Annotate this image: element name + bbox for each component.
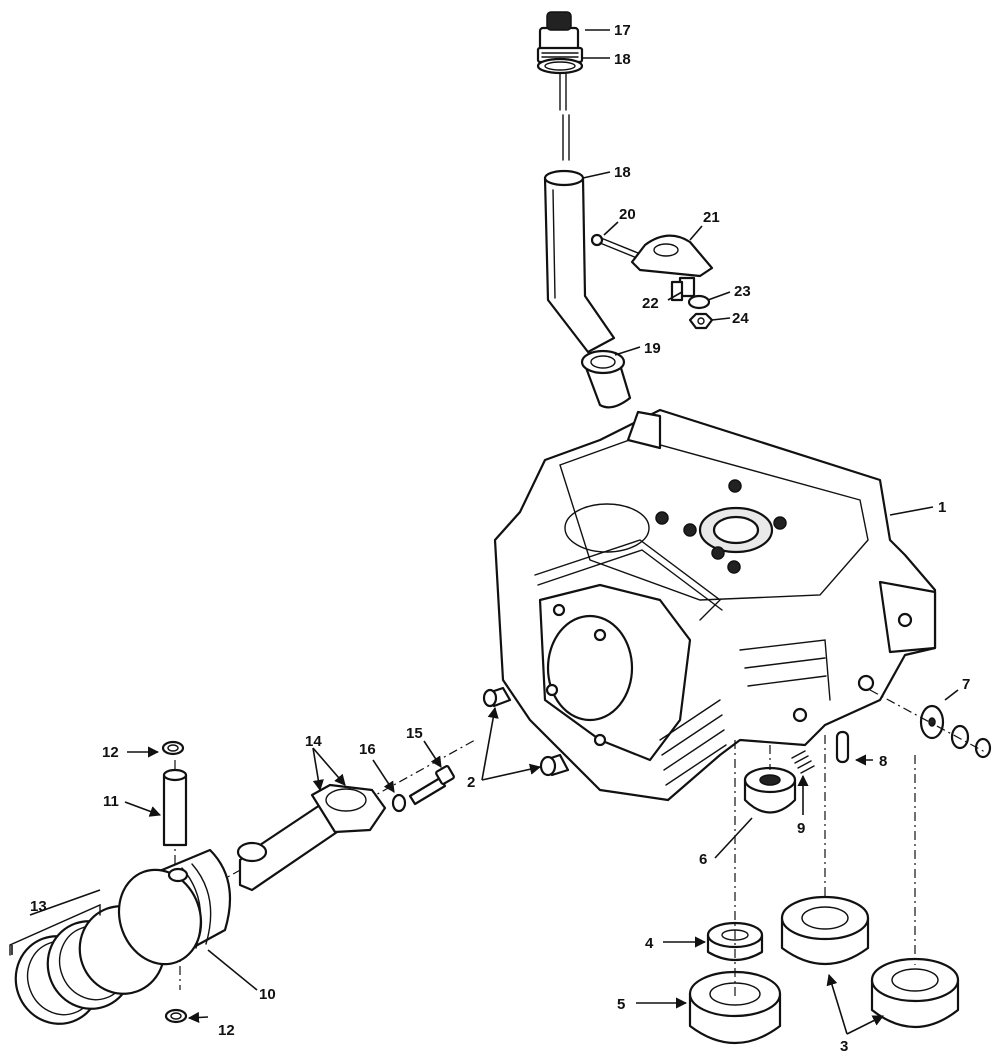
governor-shaft-parts [919, 704, 992, 759]
callout-21: 20 [619, 206, 636, 223]
callout-12-top: 12 [102, 744, 119, 761]
connecting-rod [236, 783, 387, 892]
callout-11: 11 [103, 793, 119, 810]
callout-18: 18 [614, 51, 631, 68]
dowel-pin-8 [835, 730, 850, 764]
spring-9 [791, 750, 815, 774]
callout-12-bottom: 12 [218, 1022, 235, 1039]
callout-10: 10 [259, 986, 276, 1003]
callout-5: 5 [617, 996, 625, 1013]
cylinder-block [493, 408, 937, 802]
bearing-3-upper [780, 895, 870, 965]
callout-9: 9 [797, 820, 805, 837]
retainer-clip-lower [164, 1008, 188, 1024]
bearing-3-lower [870, 957, 960, 1028]
callout-22: 21 [703, 209, 720, 226]
dipstick-o-ring [536, 57, 584, 75]
callout-24: 23 [734, 283, 751, 300]
callout-14: 14 [305, 733, 322, 750]
callout-13: 13 [30, 898, 47, 915]
callout-25: 24 [732, 310, 749, 327]
tube-bracket [630, 234, 714, 302]
leader-lines [11, 29, 959, 1035]
piston-pin [162, 768, 188, 847]
callout-8: 8 [879, 753, 887, 770]
callout-23: 22 [642, 295, 659, 312]
dowel-pin-upper [482, 686, 512, 708]
callout-6: 6 [699, 851, 707, 868]
callout-17: 17 [614, 22, 631, 39]
piston [117, 848, 232, 966]
callout-labels: 17 18 18 19 20 21 22 23 24 1 7 8 9 6 4 5… [30, 22, 970, 1055]
bracket-nut [688, 312, 714, 330]
callout-3: 3 [840, 1038, 848, 1055]
callout-15: 15 [406, 725, 423, 742]
dipstick-tube-seal [580, 349, 632, 409]
callout-7: 7 [962, 676, 970, 693]
dipstick-blade [559, 72, 570, 161]
tube-bracket-screw [590, 233, 639, 259]
bearing-6 [743, 766, 797, 814]
callout-1: 1 [938, 499, 946, 516]
dipstick-cap [536, 11, 584, 64]
retainer-clip-upper [161, 740, 185, 756]
callout-20: 19 [644, 340, 661, 357]
callout-4: 4 [645, 935, 654, 952]
dipstick-tube [543, 169, 616, 354]
rod-bolt [408, 765, 455, 806]
callout-16: 16 [359, 741, 376, 758]
seal-4 [706, 921, 764, 962]
dowel-pin-lower [539, 753, 570, 777]
bracket-lock-washer [687, 294, 711, 310]
callout-2: 2 [467, 774, 475, 791]
rod-washer [391, 793, 407, 813]
callout-19: 18 [614, 164, 631, 181]
